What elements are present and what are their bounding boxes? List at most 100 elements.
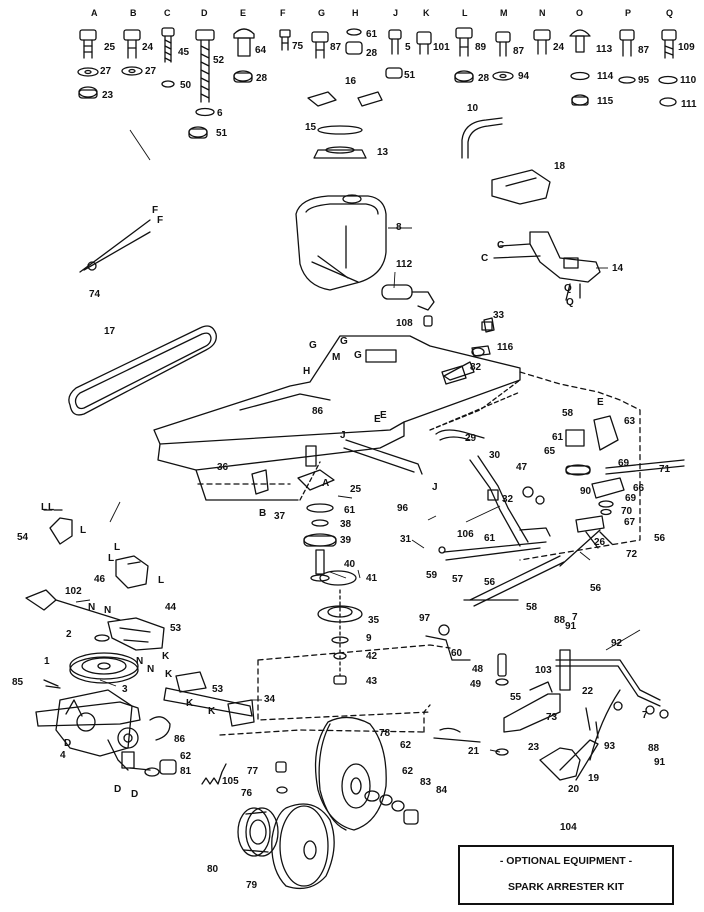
tire-79 xyxy=(271,803,335,890)
callout: 67 xyxy=(624,517,636,528)
callout: 50 xyxy=(180,80,192,91)
callout: A xyxy=(322,478,330,489)
callout: 43 xyxy=(366,676,378,687)
callout: 31 xyxy=(400,534,412,545)
hardware-letter: D xyxy=(201,8,208,18)
linkage-57 xyxy=(438,541,565,607)
callout: 28 xyxy=(478,73,490,84)
callout: 57 xyxy=(452,574,464,585)
fastener-77-76 xyxy=(275,761,288,794)
callout: 106 xyxy=(457,529,474,540)
callout: C xyxy=(481,253,489,264)
bracket-16 xyxy=(307,91,383,107)
callout: 9 xyxy=(366,633,372,644)
callout: 62 xyxy=(400,740,412,751)
callout: 65 xyxy=(544,446,556,457)
callout: 36 xyxy=(217,462,229,473)
callout: 87 xyxy=(513,46,525,57)
tire-78 xyxy=(314,716,387,831)
hardware-letter: F xyxy=(280,8,286,18)
callout: 7 xyxy=(642,710,648,721)
callout: L xyxy=(41,502,48,513)
callout: 105 xyxy=(222,776,239,787)
callout: F xyxy=(157,215,164,226)
callout: 60 xyxy=(451,648,463,659)
bracket-46 xyxy=(115,555,149,589)
callout: 74 xyxy=(89,289,101,300)
callout: 85 xyxy=(12,677,24,688)
callout: 44 xyxy=(165,602,177,613)
pin-36 xyxy=(251,469,269,495)
callout: 61 xyxy=(484,533,496,544)
callout: 48 xyxy=(472,664,484,675)
callout: 56 xyxy=(484,577,496,588)
bracket-44 xyxy=(107,617,165,651)
callout: K xyxy=(162,651,170,662)
hardware-letter: H xyxy=(352,8,359,18)
callout: 110 xyxy=(680,75,697,86)
callout: 61 xyxy=(344,505,356,516)
hardware-letter: G xyxy=(318,8,326,18)
hardware-letter: C xyxy=(164,8,171,18)
callout: 23 xyxy=(102,90,114,101)
callout: 20 xyxy=(568,784,580,795)
transaxle-4 xyxy=(35,689,171,771)
callout: D xyxy=(131,789,139,800)
callout: 38 xyxy=(340,519,352,530)
callout: 55 xyxy=(510,692,522,703)
bolt-c xyxy=(161,27,175,88)
callout: 15 xyxy=(305,122,317,133)
bracket-54 xyxy=(43,509,73,545)
callout: 83 xyxy=(420,777,432,788)
callout: J xyxy=(340,430,346,441)
callout: 71 xyxy=(659,464,671,475)
optional-equipment-box: - OPTIONAL EQUIPMENT - SPARK ARRESTER KI… xyxy=(458,845,674,905)
callout: 27 xyxy=(100,66,112,77)
bolt-l xyxy=(454,27,474,83)
callout: 24 xyxy=(553,42,565,53)
callout: 27 xyxy=(145,66,157,77)
bolt-d xyxy=(188,29,215,139)
callout: 53 xyxy=(212,684,224,695)
bolt-h xyxy=(345,28,363,55)
callout: 87 xyxy=(638,45,650,56)
callout: H xyxy=(303,366,311,377)
callout: E xyxy=(380,410,387,421)
callout: 14 xyxy=(612,263,624,274)
callout: 114 xyxy=(597,71,614,82)
optional-equipment-title: - OPTIONAL EQUIPMENT - xyxy=(499,855,633,867)
callout: D xyxy=(64,738,72,749)
callout: 69 xyxy=(618,458,630,469)
bolt-j xyxy=(385,29,403,79)
callout: 86 xyxy=(174,734,186,745)
shield-18 xyxy=(491,169,551,205)
callout: 23 xyxy=(528,742,540,753)
callout: 13 xyxy=(377,147,389,158)
callout: 66 xyxy=(633,483,645,494)
callout: C xyxy=(497,240,505,251)
spark-arrester-label: SPARK ARRESTER KIT xyxy=(507,881,625,893)
callout: 109 xyxy=(678,42,695,53)
callout: J xyxy=(432,482,438,493)
callout: 29 xyxy=(465,433,477,444)
hardware-letter: O xyxy=(576,8,584,18)
callout: 64 xyxy=(255,45,267,56)
callout: 101 xyxy=(433,42,450,53)
hardware-letter: N xyxy=(539,8,546,18)
callout: 22 xyxy=(582,686,594,697)
callout: 33 xyxy=(493,310,505,321)
callout: 17 xyxy=(104,326,116,337)
washer-2 xyxy=(94,634,110,642)
callout: 18 xyxy=(554,161,566,172)
callout: 56 xyxy=(590,583,602,594)
shaft-34 xyxy=(163,671,255,727)
callout: 61 xyxy=(366,29,378,40)
callout: 97 xyxy=(419,613,431,624)
callout: 39 xyxy=(340,535,352,546)
callout: 90 xyxy=(580,486,592,497)
callout: 75 xyxy=(292,41,304,52)
callout: F xyxy=(152,205,159,216)
bracket-102 xyxy=(25,589,121,621)
hardware-row xyxy=(77,27,678,139)
callout: 78 xyxy=(379,728,391,739)
